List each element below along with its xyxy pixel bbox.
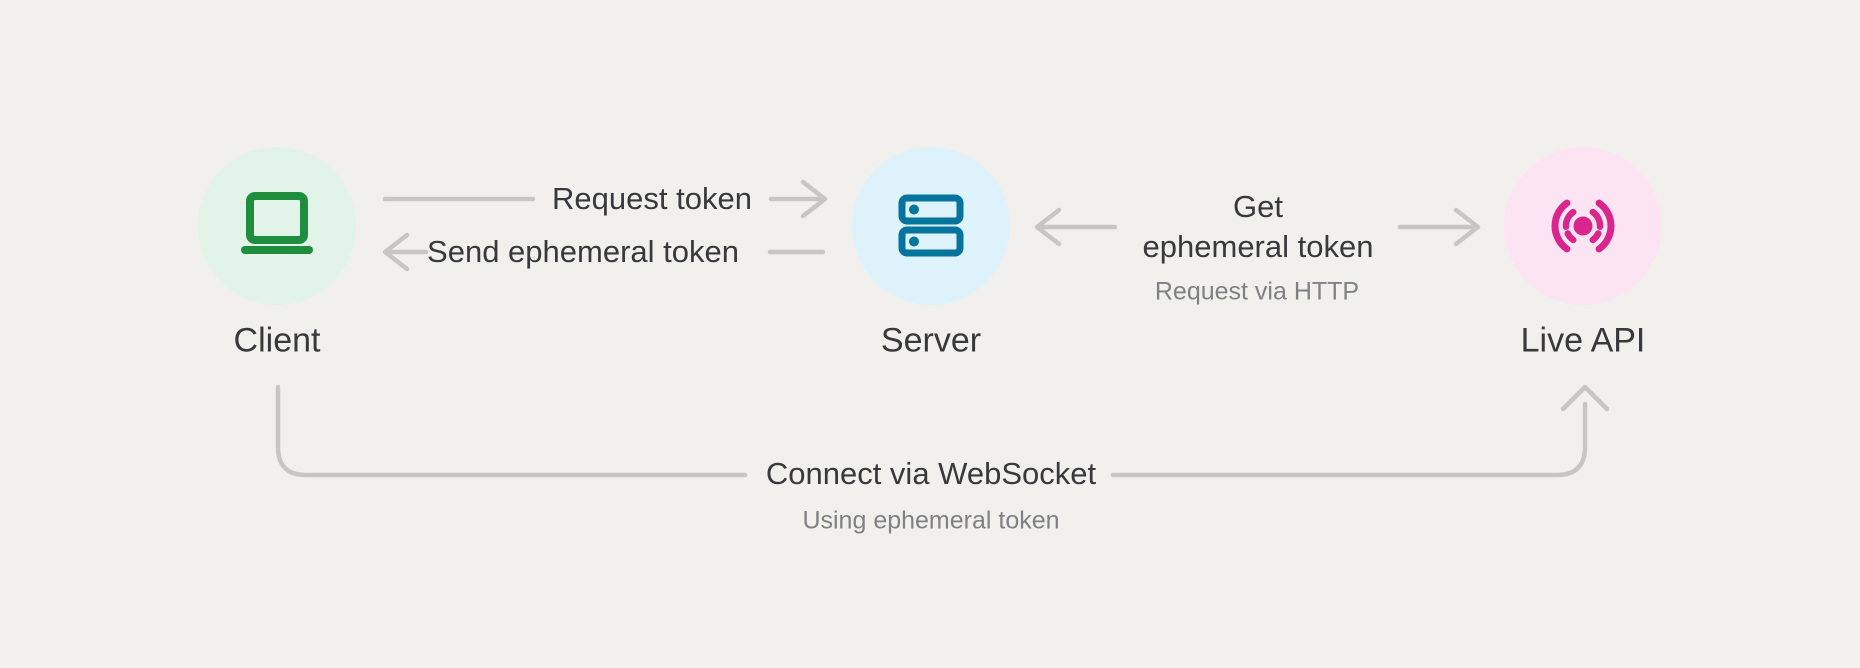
get-ephemeral-token-line1: Get [1233, 189, 1283, 224]
request-token-label: Request token [552, 181, 752, 216]
get-ephemeral-token-label: Get ephemeral token [1143, 187, 1374, 267]
get-ephemeral-token-line2: ephemeral token [1142, 229, 1374, 264]
connect-via-websocket-label: Connect via WebSocket [765, 456, 1097, 491]
client-node [198, 147, 356, 305]
server-node [852, 147, 1010, 305]
laptop-icon [241, 192, 313, 254]
live-api-label: Live API [1520, 321, 1646, 360]
live-api-node [1504, 147, 1662, 305]
edge-get-ephemeral-token-arrow [1034, 207, 1481, 247]
edge-send-ephemeral-token-arrow [382, 232, 826, 272]
using-ephemeral-token-label: Using ephemeral token [802, 506, 1060, 535]
server-icon [898, 194, 964, 257]
client-label: Client [233, 321, 321, 360]
broadcast-icon [1551, 199, 1615, 253]
edge-connect-websocket-path [275, 384, 1610, 478]
send-ephemeral-token-label: Send ephemeral token [427, 234, 739, 269]
request-via-http-label: Request via HTTP [1154, 277, 1360, 306]
server-label: Server [880, 321, 982, 360]
edge-request-token-arrow [382, 179, 828, 219]
